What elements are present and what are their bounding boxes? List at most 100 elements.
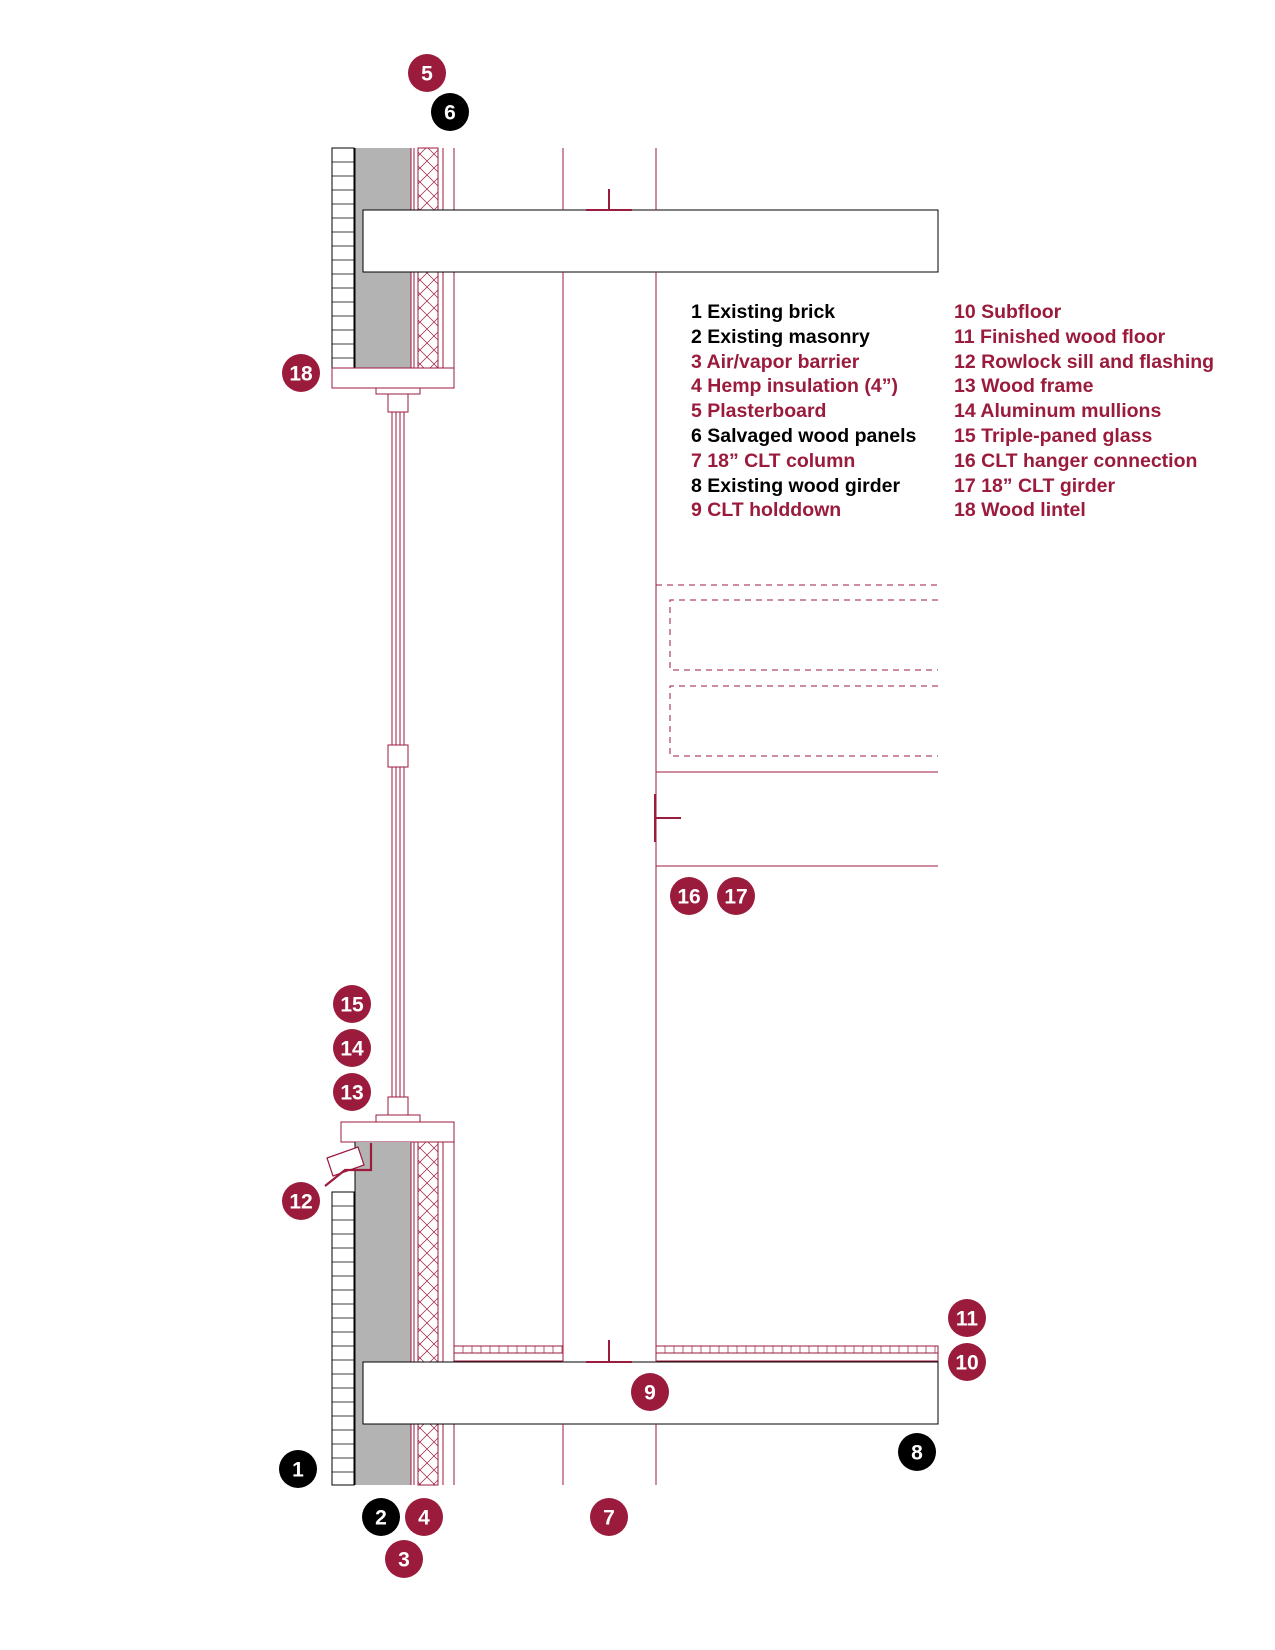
legend-item-6: 6 Salvaged wood panels <box>691 424 917 447</box>
sill <box>340 1121 455 1143</box>
legend-item-1: 1 Existing brick <box>691 301 836 323</box>
finished-wood-floor-left <box>453 1345 564 1362</box>
callout-number: 10 <box>955 1352 978 1375</box>
callout-circle <box>385 1540 423 1578</box>
subfloor <box>655 1352 939 1362</box>
callout-2: 2 <box>362 1498 400 1536</box>
callout-12: 12 <box>282 1182 320 1220</box>
callout-number: 7 <box>603 1507 615 1530</box>
upper-wall <box>331 147 939 395</box>
window-assembly <box>340 393 455 1143</box>
callout-circle <box>333 1029 371 1067</box>
clt-girder <box>654 584 938 867</box>
legend-item-9: 9 CLT holddown <box>691 499 842 522</box>
legend-right: 10 Subfloor 11 Finished wood floor 12 Ro… <box>954 300 1214 523</box>
legend-item-18: 18 Wood lintel <box>954 499 1086 522</box>
legend-item-14: 14 Aluminum mullions <box>954 400 1162 423</box>
callout-5: 5 <box>408 54 446 92</box>
clt-holddown-top <box>586 189 632 211</box>
legend-item-5: 5 Plasterboard <box>691 400 827 423</box>
hemp-insulation-lower <box>417 1141 439 1486</box>
callout-6: 6 <box>431 93 469 131</box>
existing-brick-upper <box>331 147 355 369</box>
callout-number: 1 <box>292 1459 304 1482</box>
callout-circle <box>948 1343 986 1381</box>
callout-number: 8 <box>911 1442 923 1465</box>
existing-brick-lower <box>331 1191 355 1486</box>
callout-16: 16 <box>670 877 708 915</box>
clt-hanger-connection <box>654 794 681 842</box>
callout-number: 9 <box>644 1382 656 1405</box>
legend-item-17: 17 18” CLT girder <box>954 474 1116 497</box>
aluminum-mullion <box>387 744 409 768</box>
callout-number: 2 <box>375 1507 387 1530</box>
existing-wood-girder-upper <box>362 209 939 273</box>
callout-9: 9 <box>631 1373 669 1411</box>
wood-lintel <box>331 367 455 389</box>
callout-number: 14 <box>340 1038 364 1061</box>
callout-circle <box>948 1299 986 1337</box>
subfloor <box>453 1352 564 1362</box>
callout-circle <box>282 1182 320 1220</box>
legend-item-10: 10 Subfloor <box>954 301 1062 323</box>
flashing <box>324 1143 373 1187</box>
rowlock-brick <box>326 1146 365 1177</box>
callout-8: 8 <box>898 1433 936 1471</box>
clt-column <box>562 148 657 1485</box>
legend-left: 1 Existing brick 2 Existing masonry 3 Ai… <box>691 300 916 523</box>
callout-1: 1 <box>279 1450 317 1488</box>
callout-circle <box>670 877 708 915</box>
wood-frame-top <box>387 393 409 413</box>
wood-frame-bottom <box>387 1096 409 1116</box>
callout-number: 17 <box>724 886 747 909</box>
legend-item-16: 16 CLT hanger connection <box>954 449 1198 472</box>
callout-circle <box>405 1498 443 1536</box>
callout-7: 7 <box>590 1498 628 1536</box>
callout-number: 4 <box>418 1507 430 1530</box>
callout-11: 11 <box>948 1299 986 1337</box>
legend-item-8: 8 Existing wood girder <box>691 474 901 497</box>
floor-board <box>655 1345 939 1354</box>
masonry-lower <box>355 1142 411 1485</box>
legend-item-3: 3 Air/vapor barrier <box>691 350 860 373</box>
finished-wood-floor-right <box>655 1345 939 1362</box>
brick-outline <box>331 147 355 369</box>
callout-17: 17 <box>717 877 755 915</box>
girder-panel-dashed-1 <box>669 599 938 671</box>
sill-plate <box>375 1114 421 1123</box>
callout-circle <box>431 93 469 131</box>
callout-14: 14 <box>333 1029 371 1067</box>
callout-circle <box>333 985 371 1023</box>
callout-circle <box>898 1433 936 1471</box>
callout-number: 6 <box>444 102 456 125</box>
legend-item-12: 12 Rowlock sill and flashing <box>954 350 1215 373</box>
callout-circle <box>631 1373 669 1411</box>
callout-number: 3 <box>398 1549 410 1572</box>
callout-number: 5 <box>421 63 433 86</box>
legend-item-11: 11 Finished wood floor <box>954 325 1166 348</box>
callout-4: 4 <box>405 1498 443 1536</box>
legend-item-13: 13 Wood frame <box>954 375 1094 398</box>
brick-outline <box>331 1191 355 1486</box>
callout-circle <box>408 54 446 92</box>
callout-circle <box>279 1450 317 1488</box>
callout-15: 15 <box>333 985 371 1023</box>
legend-item-15: 15 Triple-paned glass <box>954 424 1153 447</box>
callout-number: 11 <box>956 1308 979 1331</box>
floor-board <box>453 1345 564 1354</box>
callout-circle <box>282 354 320 392</box>
callout-circle <box>333 1073 371 1111</box>
girder-panel-dashed-2 <box>669 685 938 757</box>
legend-item-7: 7 18” CLT column <box>691 449 856 472</box>
callout-number: 13 <box>340 1082 363 1105</box>
callout-number: 18 <box>289 363 313 386</box>
callout-13: 13 <box>333 1073 371 1111</box>
callout-number: 12 <box>289 1191 312 1214</box>
legend-item-4: 4 Hemp insulation (4”) <box>691 375 898 398</box>
callout-10: 10 <box>948 1343 986 1381</box>
callout-circle <box>717 877 755 915</box>
callout-18: 18 <box>282 354 320 392</box>
lintel-head <box>375 387 421 395</box>
